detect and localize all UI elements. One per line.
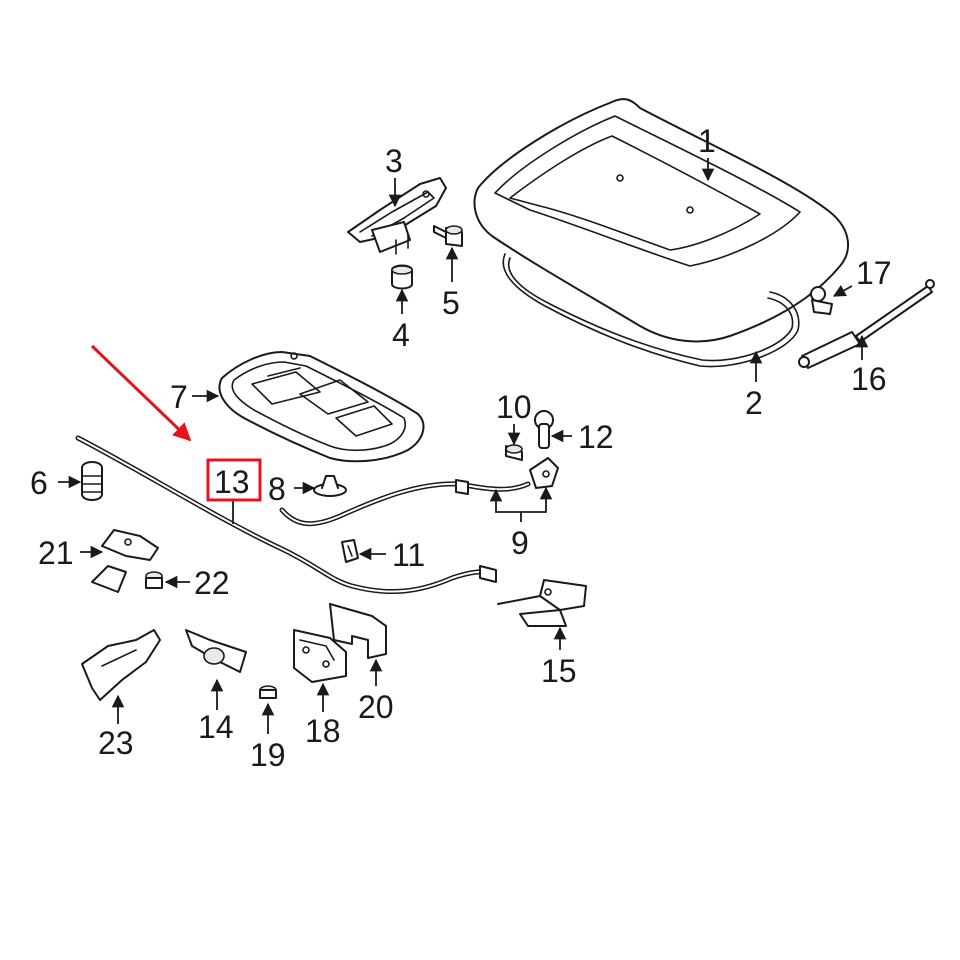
callout-15: 15 (541, 653, 577, 689)
hinge-bolt (433, 225, 463, 247)
latch-bolt (259, 685, 277, 699)
latch-bracket (497, 579, 587, 627)
lock-support (91, 529, 159, 593)
callout-6: 6 (30, 465, 48, 501)
callout-20: 20 (358, 689, 394, 725)
callout-7: 7 (170, 379, 188, 415)
callout-18: 18 (305, 713, 341, 749)
callout-2: 2 (745, 385, 763, 421)
latch-guide (81, 629, 161, 701)
hood-panel (473, 98, 850, 343)
callout-19: 19 (250, 737, 286, 773)
callout-11: 11 (392, 537, 425, 573)
cable-clip (341, 539, 359, 563)
hood-seal (502, 253, 800, 368)
callout-8: 8 (268, 471, 286, 507)
hood-striker (185, 629, 247, 673)
screw (505, 444, 523, 461)
callout-4: 4 (392, 317, 410, 353)
callout-13: 13 (214, 464, 250, 500)
latch-plate (329, 603, 387, 659)
callout-22: 22 (194, 565, 230, 601)
leader-lines (58, 158, 869, 734)
hood-hinge (347, 177, 447, 255)
callout-5: 5 (442, 285, 460, 321)
callout-12: 12 (578, 419, 614, 455)
callout-16: 16 (851, 361, 887, 397)
callout-17: 17 (856, 255, 892, 291)
release-cable (75, 435, 497, 595)
hood-insulator (218, 351, 425, 463)
callout-1: 1 (698, 123, 716, 159)
callout-labels: 1 2 3 4 5 6 7 8 9 10 11 12 13 14 15 16 1… (30, 123, 892, 773)
hood-latch (293, 629, 347, 683)
push-clip (313, 475, 347, 497)
rubber-stop (81, 461, 103, 501)
ball-stud (810, 286, 833, 315)
callout-3: 3 (385, 143, 403, 179)
highlight-pointer (90, 344, 262, 502)
callout-14: 14 (198, 709, 234, 745)
callout-10: 10 (496, 389, 532, 425)
callout-9: 9 (511, 525, 529, 561)
hood-bumper (391, 264, 413, 290)
support-bolt (145, 571, 163, 589)
pivot-pin (534, 410, 554, 449)
highlight-box (206, 458, 262, 502)
callout-21: 21 (38, 535, 74, 571)
callout-23: 23 (98, 725, 134, 761)
